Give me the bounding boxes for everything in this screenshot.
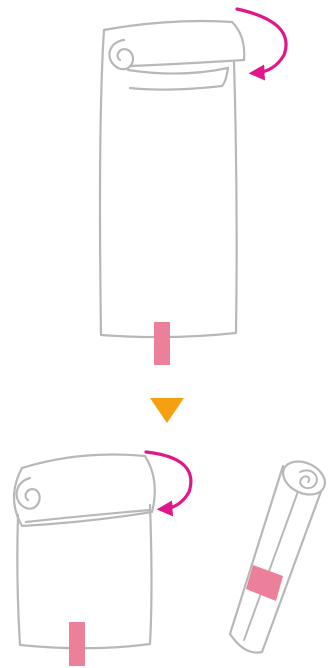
step2-tag-icon bbox=[69, 622, 85, 666]
step1-towel-icon bbox=[100, 21, 244, 337]
down-triangle-arrow-icon bbox=[150, 398, 184, 423]
step1-tag-icon bbox=[154, 322, 170, 365]
step2-rotate-arrow-icon bbox=[146, 452, 191, 509]
step3-tag-icon bbox=[246, 565, 283, 601]
step3-rolled-towel-icon bbox=[230, 455, 330, 653]
step2-towel-icon bbox=[14, 455, 155, 649]
step1-rotate-arrow-icon bbox=[237, 9, 286, 73]
